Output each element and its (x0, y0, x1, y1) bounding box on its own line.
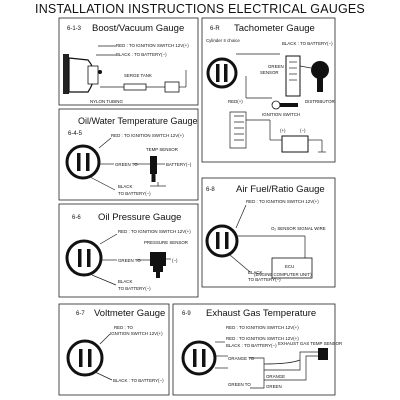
coil-icon (285, 55, 301, 97)
panel-afr-title: Air Fuel/Ratio Gauge (236, 184, 325, 195)
afr-gauge-icon (205, 224, 239, 258)
temp-red-wire-label: RED : TO IGNITION SWITCH 12V(+) (111, 133, 184, 138)
wiring-harness-icon (229, 111, 271, 149)
boost-red-wire-label: RED : TO IGNITION SWITCH 12V(+) (116, 43, 189, 48)
panel-afr-frame (201, 177, 336, 288)
panel-temp-title: Oil/Water Temperature Gauge (78, 116, 198, 126)
panel-egt: 6-9 Exhaust Gas Temperature RED : TO IGN… (172, 303, 342, 396)
afr-ecu-full-label: (ENGINE COMPUTER UNIT) (254, 272, 312, 277)
panel-press-number: 6-6 (72, 215, 81, 221)
volt-gauge-icon (66, 339, 104, 377)
volt-black-wire-label: BLACK : TO BATTERY(−) (113, 378, 164, 383)
panel-egt-number: 6-9 (182, 311, 191, 317)
panel-tach-title: Tachometer Gauge (234, 23, 315, 34)
panel-egt-title: Exhaust Gas Temperature (206, 308, 316, 319)
panel-air-fuel-ratio: 6-8 Air Fuel/Ratio Gauge RED : TO IGNITI… (201, 177, 336, 288)
panel-oil-pressure: 6-6 Oil Pressure Gauge RED : TO IGNITION… (58, 203, 199, 298)
tach-cylinder-label: Cylinder ≡ choice (206, 38, 240, 43)
press-sensor-label: PRESSURE SENSOR (144, 240, 188, 245)
afr-tobattery-label: TO BATTERY(−) (248, 277, 281, 282)
serge-tank-icon (100, 70, 187, 93)
panel-tachometer: 6-R Tachometer Gauge Cylinder ≡ choice B… (201, 17, 336, 163)
egt-black-wire-label: BLACK : TO BATTERY(−) (226, 343, 277, 348)
egt-gauge-icon (181, 340, 217, 376)
temp-green-wire-label: GREEN TO (115, 162, 138, 167)
afr-signal-wire-label: O₂ SENSOR SIGNAL WIRE (271, 226, 326, 231)
press-black-wire-label: BLACK (118, 279, 132, 284)
temp-battery-label: BATTERY(−) (166, 162, 192, 167)
panel-press-frame (58, 203, 199, 298)
temp-tobattery-label: TO BATTERY(−) (118, 191, 151, 196)
panel-boost-vacuum: 6-1-3 Boost/Vacuum Gauge RED : TO IGNITI… (58, 17, 199, 106)
egt-red-wire-label: RED : TO IGNITION SWITCH 12V(+) (226, 325, 299, 330)
panel-temp-number: 6-4-5 (68, 131, 83, 137)
panel-press-title: Oil Pressure Gauge (98, 212, 181, 223)
pressure-sensor-icon (150, 252, 166, 278)
tach-battery-minus: (−) (300, 128, 306, 133)
panel-afr-number: 6-8 (206, 187, 215, 193)
temp-gauge-icon (65, 144, 101, 180)
afr-black-wire-label: BLACK (248, 270, 262, 275)
tach-ignition-label: IGNITION SWITCH (262, 112, 300, 117)
distributor-icon (299, 61, 329, 92)
press-battery-minus: (−) (172, 258, 178, 263)
panel-boost-frame (58, 17, 199, 106)
panel-volt-number: 6-7 (76, 311, 85, 317)
boost-serge-tank-label: SERGE TANK (124, 73, 152, 78)
panel-volt-title: Voltmeter Gauge (94, 308, 165, 319)
press-green-wire-label: GREEN TO (118, 258, 141, 263)
volt-red-label-2: IGNITION SWITCH 12V(+) (110, 331, 163, 336)
afr-ecu-label: ECU (285, 264, 294, 269)
tach-gauge-icon (206, 57, 238, 89)
boost-black-wire-label: BLACK : TO BATTERY(−) (116, 52, 167, 57)
egt-green2-label: GREEN (266, 384, 282, 389)
tach-black-wire-label: BLACK : TO BATTERY(−) (282, 41, 333, 46)
ignition-key-icon (271, 100, 298, 110)
panel-egt-frame (172, 303, 336, 396)
afr-red-wire-label: RED : TO IGNITION SWITCH 12V(+) (246, 199, 319, 204)
press-red-wire-label: RED : TO IGNITION SWITCH 12V(+) (118, 229, 191, 234)
egt-red-label: RED : TO IGNITION SWITCH 12V(+) (226, 336, 299, 341)
page-title: INSTALLATION INSTRUCTIONS ELECTRICAL GAU… (35, 2, 365, 16)
egt-harness-icon (250, 348, 328, 389)
panel-oil-water-temp: Oil/Water Temperature Gauge 6-4-5 RED : … (58, 108, 199, 201)
boost-nylon-tubing-label: NYLON TUBING (90, 99, 123, 104)
ecu-box (271, 257, 313, 279)
tach-green-wire-label: GREEN : TO (268, 64, 294, 69)
egt-sensor-label: EXHAUST GAS TEMP SENSOR (278, 341, 342, 346)
panel-voltmeter: 6-7 Voltmeter Gauge RED : TO IGNITION SW… (58, 303, 170, 396)
panel-volt-frame (58, 303, 170, 396)
press-gauge-icon (65, 239, 103, 277)
temp-sensor-label: TEMP SENSOR (146, 147, 178, 152)
panel-boost-number: 6-1-3 (67, 26, 82, 32)
egt-green-wire-label: GREEN TO (228, 382, 251, 387)
egt-orange-wire-label: ORANGE TO (228, 356, 255, 361)
tach-distributor-label: DISTRIBUTOR (305, 99, 335, 104)
boost-gauge-icon (63, 54, 102, 94)
panel-temp-frame (58, 108, 199, 201)
battery-icon (270, 135, 326, 153)
tach-red-wire-label: RED(+) (228, 99, 243, 104)
press-tobattery-label: TO BATTERY(−) (118, 286, 151, 291)
panel-tach-frame (201, 17, 336, 163)
panel-tach-number: 6-R (210, 26, 220, 32)
temp-sensor-icon (150, 156, 157, 182)
egt-orange2-label: ORANGE (266, 374, 285, 379)
tach-green-sensor-label: SENSOR (260, 70, 279, 75)
panel-boost-title: Boost/Vacuum Gauge (92, 23, 184, 34)
tach-battery-plus: (+) (280, 128, 286, 133)
volt-red-label-1: RED : TO (114, 325, 133, 330)
temp-black-wire-label: BLACK (118, 184, 132, 189)
